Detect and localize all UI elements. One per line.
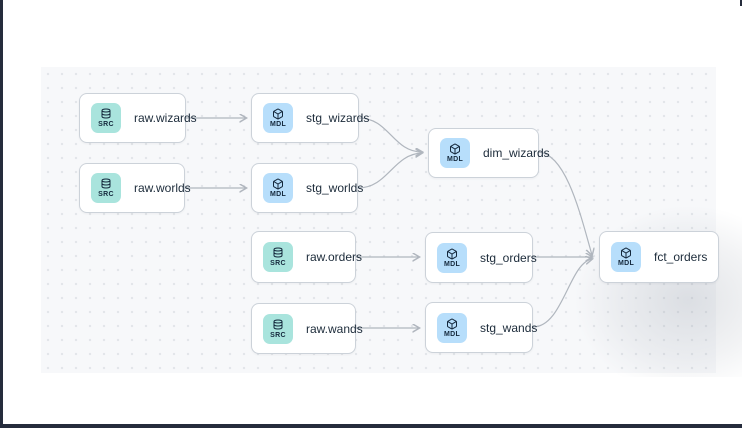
node-stg-worlds[interactable]: MDL stg_worlds	[251, 163, 363, 213]
node-label: stg_worlds	[306, 181, 364, 195]
badge-label: MDL	[617, 260, 635, 267]
node-label: raw.wizards	[134, 111, 197, 125]
edge-stg-wands-to-fct-orders	[532, 259, 592, 328]
window-frame-bottom	[0, 424, 742, 428]
node-label: raw.wands	[306, 321, 363, 336]
node-stg-wizards[interactable]: MDL stg_wizards	[251, 93, 369, 143]
badge-label: MDL	[269, 121, 287, 128]
window-frame-left	[0, 0, 3, 424]
node-raw-wizards[interactable]: SRC raw.wizards	[79, 93, 197, 143]
badge-label: SRC	[270, 331, 286, 339]
model-badge: MDL	[437, 312, 467, 343]
node-dim-wizards[interactable]: MDL dim_wizards	[428, 128, 550, 178]
node-label: raw.orders	[306, 250, 363, 264]
badge-label: MDL	[443, 330, 461, 338]
node-stg-orders[interactable]: MDL stg_orders	[425, 232, 537, 283]
database-icon	[273, 319, 283, 330]
database-icon	[101, 108, 111, 119]
node-label: dim_wizards	[483, 146, 550, 160]
cube-icon	[273, 108, 283, 120]
source-badge: SRC	[263, 242, 293, 272]
model-badge: MDL	[437, 242, 467, 273]
source-badge: SRC	[91, 173, 121, 203]
cube-icon	[447, 248, 457, 259]
source-badge: SRC	[91, 103, 121, 133]
database-icon	[101, 178, 111, 189]
edge-stg-wizards-to-dim-wizards	[358, 117, 422, 152]
cube-icon	[450, 143, 460, 155]
node-raw-wands[interactable]: SRC raw.wands	[251, 303, 363, 354]
model-badge: MDL	[263, 173, 293, 203]
node-label: stg_wizards	[306, 111, 370, 125]
node-raw-worlds[interactable]: SRC raw.worlds	[79, 163, 191, 213]
cube-icon	[621, 247, 631, 259]
model-badge: MDL	[611, 242, 641, 272]
node-label: fct_orders	[654, 250, 708, 264]
edge-stg-worlds-to-dim-wizards	[357, 153, 422, 189]
edge-layer	[185, 67, 716, 373]
node-label: stg_orders	[480, 250, 537, 265]
model-badge: MDL	[440, 138, 470, 168]
dag-canvas[interactable]: SRC raw.wizards MDL stg_wizards SRC raw.…	[41, 67, 742, 377]
node-fct-orders[interactable]: MDL fct_orders	[599, 231, 719, 283]
node-stg-wands[interactable]: MDL stg_wands	[425, 302, 537, 353]
source-badge: SRC	[263, 313, 293, 344]
cube-icon	[447, 318, 457, 329]
database-icon	[273, 247, 283, 258]
node-raw-orders[interactable]: SRC raw.orders	[251, 231, 362, 283]
badge-label: SRC	[98, 191, 114, 198]
cube-icon	[273, 178, 283, 190]
window-frame-right	[740, 0, 742, 6]
badge-label: SRC	[98, 121, 114, 128]
model-badge: MDL	[263, 103, 293, 133]
badge-label: MDL	[269, 191, 287, 198]
badge-label: MDL	[446, 156, 464, 163]
edge-dim-wizards-to-fct-orders	[538, 151, 592, 255]
badge-label: MDL	[443, 260, 461, 268]
node-label: raw.worlds	[134, 181, 191, 195]
badge-label: SRC	[270, 260, 286, 267]
node-label: stg_wands	[480, 320, 538, 335]
